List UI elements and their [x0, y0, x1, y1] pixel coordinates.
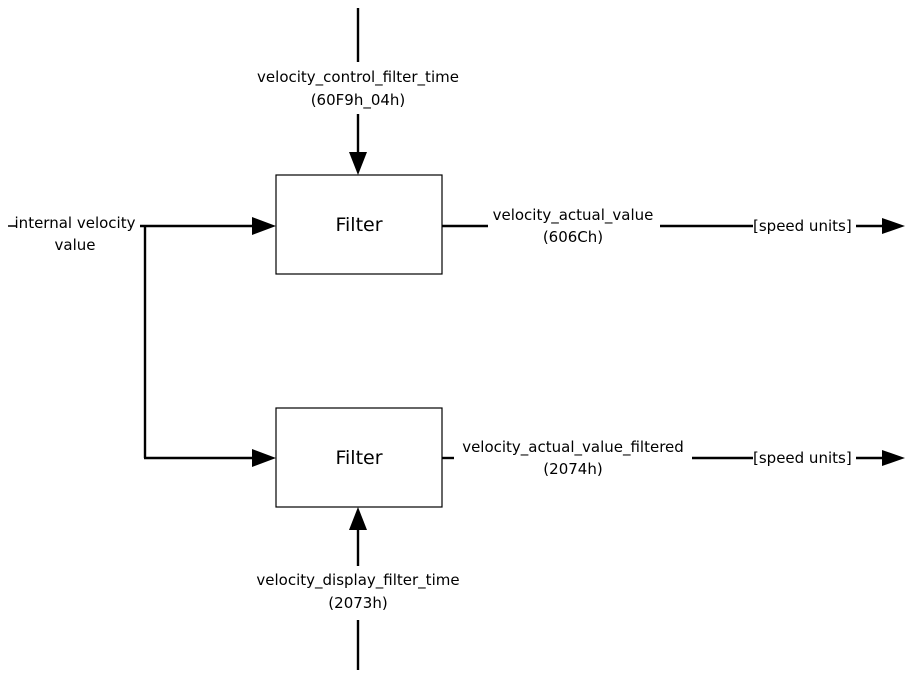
bottom-output-unit: [speed units] — [753, 449, 852, 467]
top-param-index: (60F9h_04h) — [311, 91, 406, 110]
bottom-filter-input-arrowhead — [252, 449, 276, 467]
top-output-arrowhead — [882, 218, 905, 234]
bottom-param-arrowhead — [349, 507, 367, 530]
input-signal-line2: value — [55, 236, 96, 254]
filter-block-bottom — [275, 407, 443, 508]
bottom-param-index: (2073h) — [328, 594, 387, 612]
bottom-param-name: velocity_display_filter_time — [256, 571, 459, 590]
filter-top-title: Filter — [335, 214, 382, 236]
top-output-index: (606Ch) — [543, 228, 603, 246]
top-param-name: velocity_control_filter_time — [257, 68, 459, 87]
top-param-arrowhead — [349, 152, 367, 175]
filter-bottom-title: Filter — [335, 447, 382, 469]
filter-block-top — [275, 174, 443, 275]
bottom-output-index: (2074h) — [543, 460, 602, 478]
input-signal-line1: internal velocity — [15, 214, 136, 232]
top-output-name: velocity_actual_value — [493, 206, 654, 225]
bottom-output-name: velocity_actual_value_filtered — [462, 438, 684, 457]
bottom-output-arrowhead — [882, 450, 905, 466]
top-filter-input-arrowhead — [252, 217, 276, 235]
top-output-unit: [speed units] — [753, 217, 852, 235]
